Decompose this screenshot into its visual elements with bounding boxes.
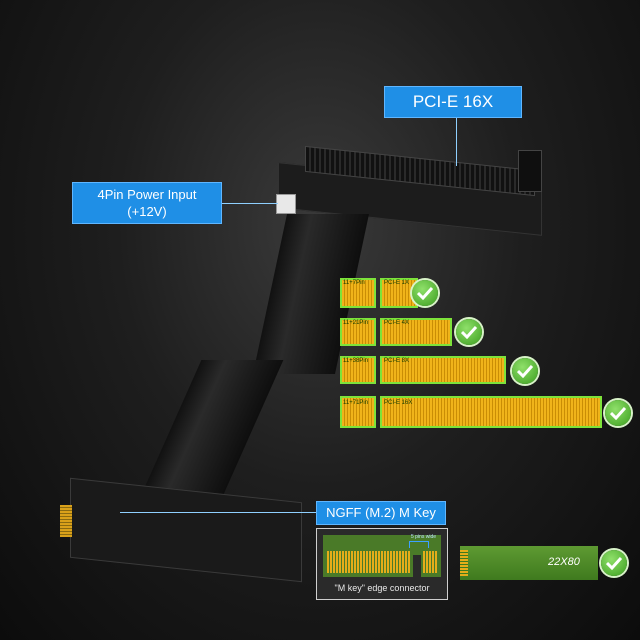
edge-connector-diagram: 5 pins wide "M key" edge connector bbox=[316, 528, 448, 600]
slot-16x: 11+71Pin PCI-E 16X bbox=[340, 396, 602, 428]
ngff-label: NGFF (M.2) M Key bbox=[326, 505, 436, 520]
m2-gold-fingers bbox=[60, 505, 72, 537]
m2-adapter-board bbox=[70, 477, 302, 583]
slot-16x-type: PCI-E 16X bbox=[384, 400, 413, 406]
check-icon bbox=[605, 400, 631, 426]
check-icon bbox=[412, 280, 438, 306]
slot-1x: 11+7Pin PCI-E 1X bbox=[340, 278, 418, 308]
slot-4x-type: PCI-E 4X bbox=[384, 320, 410, 326]
m-key-notch bbox=[413, 555, 421, 577]
check-icon bbox=[601, 550, 627, 576]
slot-latch bbox=[518, 150, 542, 192]
m2-card-pins bbox=[460, 550, 468, 576]
edge-connector-pcb: 5 pins wide bbox=[323, 534, 441, 577]
slot-4x: 11+21Pin PCI-E 4X bbox=[340, 318, 452, 346]
ngff-callout: NGFF (M.2) M Key bbox=[316, 501, 446, 525]
edge-pins-left bbox=[327, 551, 411, 573]
slot-8x-type: PCI-E 8X bbox=[384, 358, 410, 364]
edge-pins-right bbox=[423, 551, 437, 573]
m2-ssd-card: 22X80 bbox=[460, 546, 598, 580]
slot-1x-pins: 11+7Pin bbox=[343, 280, 365, 286]
check-icon bbox=[512, 358, 538, 384]
slot-8x: 11+38Pin PCI-E 8X bbox=[340, 356, 506, 384]
slot-4x-pins: 11+21Pin bbox=[343, 320, 369, 326]
power-connector bbox=[276, 194, 296, 214]
power-input-callout: 4Pin Power Input (+12V) bbox=[72, 182, 222, 224]
slot-16x-pins: 11+71Pin bbox=[343, 400, 369, 406]
slot-1x-type: PCI-E 1X bbox=[384, 280, 410, 286]
notch-marker bbox=[409, 541, 429, 548]
slot-8x-pins: 11+38Pin bbox=[343, 358, 369, 364]
power-input-label: 4Pin Power Input bbox=[97, 187, 197, 202]
pcie-16x-label: PCI-E 16X bbox=[412, 92, 494, 111]
ngff-leader bbox=[120, 512, 316, 513]
power-voltage-label: (+12V) bbox=[127, 204, 167, 219]
power-input-leader bbox=[222, 203, 278, 204]
pcie-16x-leader bbox=[456, 118, 457, 166]
notch-label: 5 pins wide bbox=[411, 534, 437, 540]
check-icon bbox=[456, 319, 482, 345]
pcie-16x-callout: PCI-E 16X bbox=[384, 86, 522, 118]
edge-connector-caption: "M key" edge connector bbox=[334, 583, 430, 593]
m2-card-size: 22X80 bbox=[548, 556, 580, 568]
